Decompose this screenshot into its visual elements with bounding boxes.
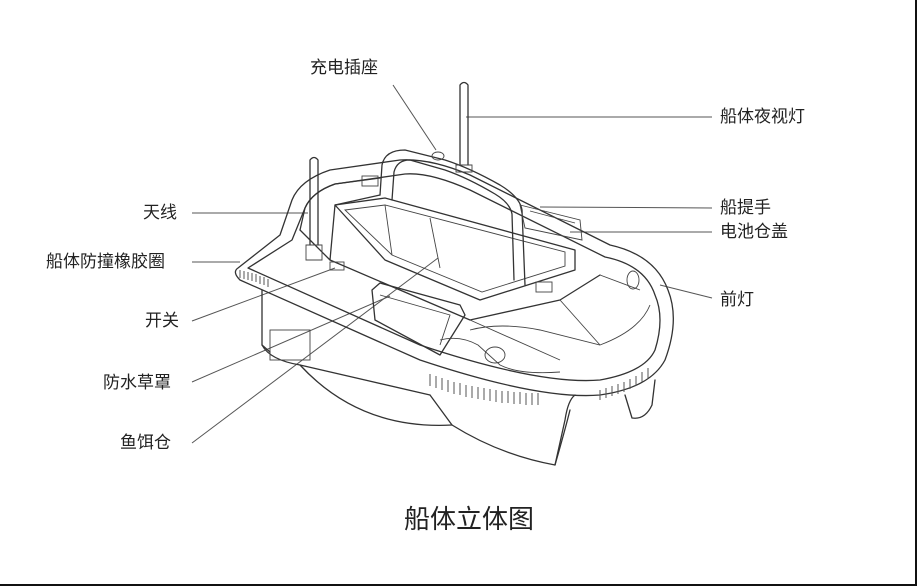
diagram-caption: 船体立体图 [404, 505, 535, 535]
leader-handle [539, 206, 713, 209]
label-hull-night-light: 船体夜视灯 [720, 107, 805, 127]
label-bumper-ring: 船体防撞橡胶圈 [46, 252, 165, 272]
leader-charging-socket [392, 84, 437, 151]
leader-weed-guard [191, 295, 391, 383]
label-antenna: 天线 [143, 203, 177, 223]
antenna-left [309, 156, 319, 246]
label-switch: 开关 [145, 311, 179, 331]
label-boat-handle: 船提手 [720, 198, 771, 218]
bumper-hatch-left [239, 270, 269, 287]
bumper-hatch-front [429, 368, 649, 405]
boat-hull [234, 81, 674, 466]
leader-switch [191, 267, 336, 322]
weed-guard-vent [269, 329, 311, 361]
label-charging-socket: 充电插座 [310, 58, 378, 78]
handle-clip-front [535, 281, 553, 293]
antenna-right [459, 81, 469, 166]
charging-socket-port [431, 151, 445, 161]
handle-clip-rear [361, 175, 379, 187]
switch-body [329, 261, 345, 271]
front-compartment-light [484, 346, 506, 364]
label-front-light: 前灯 [720, 290, 754, 310]
leader-bait [191, 257, 439, 444]
label-bait-compartment: 鱼饵仓 [120, 433, 171, 453]
label-weed-guard: 防水草罩 [103, 373, 171, 393]
label-battery-cover: 电池仓盖 [720, 222, 788, 242]
front-light-lens [626, 270, 640, 290]
leader-lines [191, 84, 713, 444]
leader-front-light [659, 284, 713, 299]
